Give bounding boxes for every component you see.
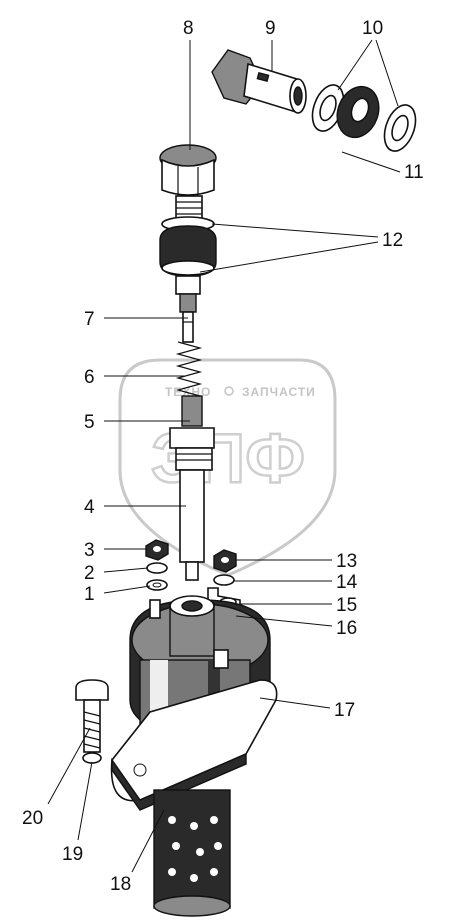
part-bolt [75, 679, 109, 753]
part-spring [175, 341, 203, 397]
watermark-text-right: ЗАПЧАСТИ [242, 385, 316, 399]
part-valve-stem [182, 311, 194, 343]
callout-13: 13 [336, 551, 357, 572]
part-perforated-tube [153, 789, 231, 917]
callout-5: 5 [84, 412, 95, 433]
part-sealing-washers [311, 84, 417, 152]
part-cap-nut [159, 144, 217, 221]
callout-numbers: 8 9 10 11 12 7 6 5 4 3 2 1 13 14 15 16 1… [22, 18, 424, 895]
callout-12: 12 [382, 230, 403, 251]
callout-16: 16 [336, 618, 357, 639]
part-housing [110, 595, 278, 811]
callout-7: 7 [84, 309, 95, 330]
callout-1: 1 [84, 584, 95, 605]
watermark-gear-icon [224, 386, 234, 396]
callout-19: 19 [62, 844, 83, 865]
callout-15: 15 [336, 595, 357, 616]
callout-8: 8 [183, 18, 194, 39]
part-nozzle-body [169, 395, 215, 471]
part-fuel-pipe [208, 85, 380, 179]
callout-2: 2 [84, 563, 95, 584]
callout-14: 14 [336, 572, 358, 593]
part-spring-washer-right [213, 574, 235, 586]
part-nut-right [213, 549, 237, 573]
callout-6: 6 [84, 367, 95, 388]
part-nut-left [145, 539, 169, 561]
callout-18: 18 [110, 874, 131, 895]
callout-3: 3 [84, 540, 95, 561]
callout-4: 4 [84, 497, 95, 518]
part-bolt-washer [82, 752, 102, 764]
callout-9: 9 [265, 18, 276, 39]
callout-10: 10 [362, 18, 383, 39]
part-seal-assembly [159, 216, 217, 313]
callout-leaders [47, 39, 401, 873]
part-spring-washer-left [146, 562, 168, 574]
callout-17: 17 [334, 700, 355, 721]
part-flat-washer-left [146, 579, 168, 591]
callout-11: 11 [404, 162, 424, 183]
callout-20: 20 [22, 808, 43, 829]
part-nozzle-barrel [179, 469, 205, 581]
part-banjo-bolt [211, 49, 307, 114]
